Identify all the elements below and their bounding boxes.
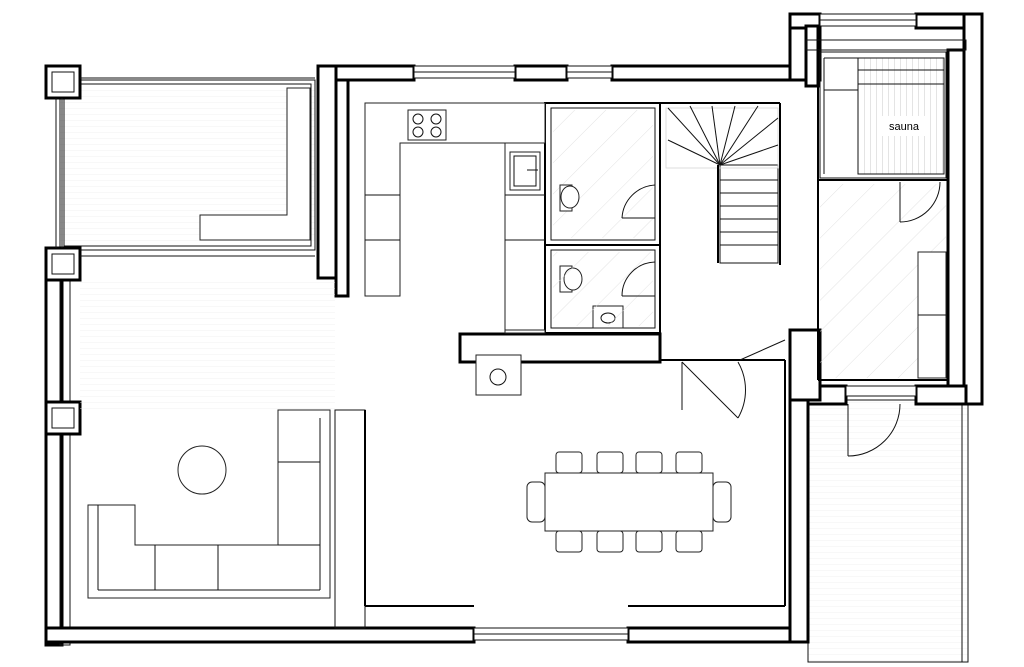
dining-chairs <box>555 451 703 553</box>
shower-room <box>553 110 653 238</box>
kitchen-counter <box>364 102 546 334</box>
stove <box>475 354 522 396</box>
coffee-table <box>177 445 227 495</box>
upper-terrace <box>59 79 316 251</box>
exterior-walls <box>44 12 984 647</box>
living-room-floor <box>80 280 335 410</box>
toilet-upper <box>559 184 580 212</box>
sauna-room: sauna <box>819 51 947 179</box>
small-bath-floor <box>553 252 653 326</box>
kitchen-sink <box>509 151 541 191</box>
right-terrace <box>807 399 969 663</box>
windows <box>55 13 917 641</box>
l-shaped-planter <box>199 87 311 241</box>
staircase <box>665 105 779 264</box>
doors <box>621 181 941 457</box>
cooktop <box>407 109 447 141</box>
sofa <box>87 409 331 599</box>
dining-table <box>526 472 732 532</box>
columns <box>44 64 82 436</box>
room-label-sauna: sauna <box>889 121 920 133</box>
changing-room <box>820 184 947 379</box>
